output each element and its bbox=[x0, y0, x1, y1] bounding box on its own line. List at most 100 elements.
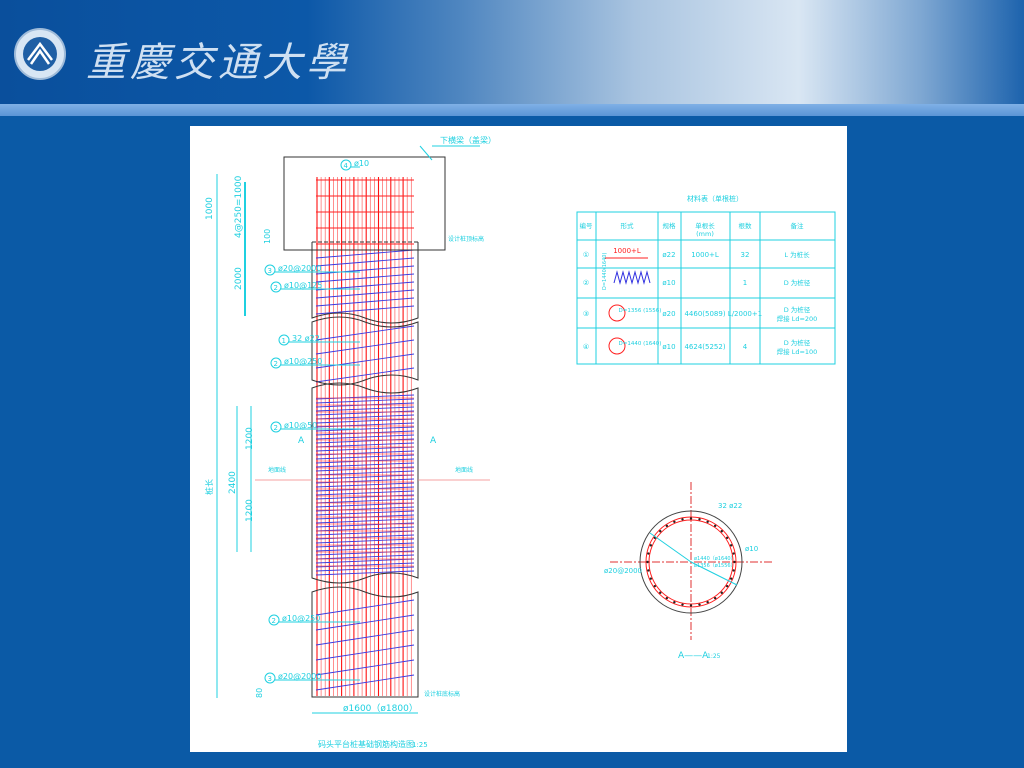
rebar-lines bbox=[315, 177, 415, 696]
pile-outline bbox=[311, 242, 419, 698]
spiral-rebar bbox=[315, 434, 415, 440]
section-rebar-dot bbox=[659, 591, 662, 594]
section-callout-1: 32 ø22 bbox=[718, 502, 742, 510]
spiral-rebar bbox=[315, 510, 415, 516]
cap-label: 下横梁（盖梁） bbox=[440, 135, 496, 145]
table-header: 形式 bbox=[621, 221, 635, 230]
spiral-rebar bbox=[315, 406, 415, 412]
table-cell: ② bbox=[583, 279, 589, 287]
spiral-rebar bbox=[315, 426, 415, 432]
spiral-rebar bbox=[315, 506, 415, 512]
table-cell: 32 bbox=[741, 251, 750, 259]
section-rebar-dot bbox=[706, 600, 709, 604]
section-callout-2: ø10 bbox=[745, 545, 758, 553]
table-cell: ① bbox=[583, 251, 589, 259]
spiral-rebar bbox=[315, 566, 415, 572]
dimension-lines bbox=[216, 145, 480, 714]
spiral-rebar bbox=[315, 367, 415, 383]
pile-cap bbox=[283, 156, 446, 251]
table-cell: ø10 bbox=[662, 343, 675, 351]
table-header: 编号 bbox=[580, 221, 594, 230]
dim-2400: 2400 bbox=[228, 471, 238, 494]
section-inner-label-1: ø1440（ø1640） bbox=[694, 556, 736, 562]
spiral-rebar bbox=[315, 410, 415, 416]
table-cell: ④ bbox=[583, 343, 589, 351]
shape-ring-3 bbox=[608, 304, 626, 322]
svg-text:ø10@250: ø10@250 bbox=[284, 357, 322, 366]
section-rebar-dot bbox=[681, 518, 684, 521]
drawing-scale: 1:25 bbox=[412, 741, 428, 749]
drawing-title: 码头平台桩基础钢筋构造图 bbox=[318, 739, 414, 749]
section-rebar-dot bbox=[653, 584, 657, 588]
section-rebar-dot bbox=[732, 569, 735, 572]
dim-1200-bottom: 1200 bbox=[245, 499, 255, 522]
section-rebar-dot bbox=[673, 520, 676, 524]
section-rebar-dot bbox=[659, 530, 662, 533]
drawing-sheet: 下横梁（盖梁） 设计桩顶标高 地面线 地面线 设计桩底标高 桩长 1000 4@… bbox=[190, 126, 847, 752]
spiral-rebar bbox=[315, 674, 415, 691]
dim-1200-top: 1200 bbox=[245, 427, 255, 450]
spiral-rebar bbox=[315, 442, 415, 448]
spiral-rebar bbox=[315, 490, 415, 496]
svg-text:ø10@125: ø10@125 bbox=[284, 281, 322, 290]
section-rebar-dot bbox=[729, 544, 733, 547]
table-shape-label: D=1440(1640) bbox=[602, 253, 608, 290]
section-rebar-dot bbox=[713, 596, 717, 600]
dim-diameter: ø1600（ø1800） bbox=[343, 703, 418, 714]
section-mark-right: A bbox=[430, 436, 437, 446]
svg-text:1: 1 bbox=[282, 337, 286, 345]
svg-text:ø10@250: ø10@250 bbox=[282, 614, 320, 623]
spiral-rebar bbox=[315, 659, 415, 676]
section-rebar-dot bbox=[725, 536, 729, 540]
table-note: D 为桩径 bbox=[784, 338, 811, 347]
spiral-rebar bbox=[315, 554, 415, 560]
spiral-rebar bbox=[315, 474, 415, 480]
spiral-rebar bbox=[315, 614, 415, 631]
university-logo-icon bbox=[14, 28, 66, 80]
table-header: 规格 bbox=[663, 221, 677, 230]
spiral-rebar bbox=[315, 570, 415, 576]
spiral-rebar bbox=[315, 249, 415, 259]
spiral-rebar bbox=[315, 498, 415, 504]
dim-80: 80 bbox=[255, 688, 264, 698]
svg-text:32 ø22: 32 ø22 bbox=[292, 334, 320, 343]
section-rebar-dot bbox=[649, 577, 653, 580]
section-rebar-dot bbox=[698, 603, 701, 606]
table-cell: 4460(5089) bbox=[684, 310, 725, 318]
table-header: 根数 bbox=[739, 221, 753, 230]
material-table-grid bbox=[576, 211, 836, 365]
spiral-rebar bbox=[315, 297, 415, 307]
table-cell: ø20 bbox=[662, 310, 675, 318]
table-cell: 1 bbox=[743, 279, 747, 287]
spiral-rebar bbox=[315, 414, 415, 420]
pile-length-label: 桩长 bbox=[204, 479, 214, 495]
table-shape-label: 1000+L bbox=[613, 247, 641, 255]
svg-text:3: 3 bbox=[268, 675, 272, 683]
svg-text:4: 4 bbox=[344, 162, 349, 170]
spiral-rebar bbox=[315, 550, 415, 556]
section-rebar-dot bbox=[665, 524, 669, 528]
spiral-rebar bbox=[315, 305, 415, 315]
pile-bottom-label: 设计桩底标高 bbox=[424, 690, 460, 698]
spiral-rebar bbox=[315, 470, 415, 476]
section-rebar-dot bbox=[732, 552, 735, 555]
table-cell: ø22 bbox=[662, 251, 675, 259]
section-rebar-dot bbox=[689, 604, 693, 607]
section-a-a: 32 ø22 ø10 ø20@2000 ø1440（ø1640） ø1356（ø… bbox=[604, 482, 772, 661]
table-header: 备注 bbox=[791, 221, 805, 230]
table-note: D 为桩径 bbox=[784, 278, 811, 287]
spiral-rebar bbox=[315, 257, 415, 267]
spiral-rebar bbox=[315, 446, 415, 452]
spiral-rebar bbox=[315, 339, 415, 355]
table-note: L 为桩长 bbox=[784, 250, 810, 259]
rebar-callout: 1 32 ø22 bbox=[278, 334, 360, 346]
spiral-rebar bbox=[315, 558, 415, 564]
spiral-rebar bbox=[315, 502, 415, 508]
pile-top-label: 设计桩顶标高 bbox=[448, 235, 484, 243]
spiral-rebar bbox=[315, 462, 415, 468]
spiral-rebar bbox=[315, 353, 415, 369]
section-rebar-dot bbox=[673, 600, 676, 604]
ground-label-right: 地面线 bbox=[455, 466, 473, 474]
section-rebar-dot bbox=[647, 569, 650, 572]
